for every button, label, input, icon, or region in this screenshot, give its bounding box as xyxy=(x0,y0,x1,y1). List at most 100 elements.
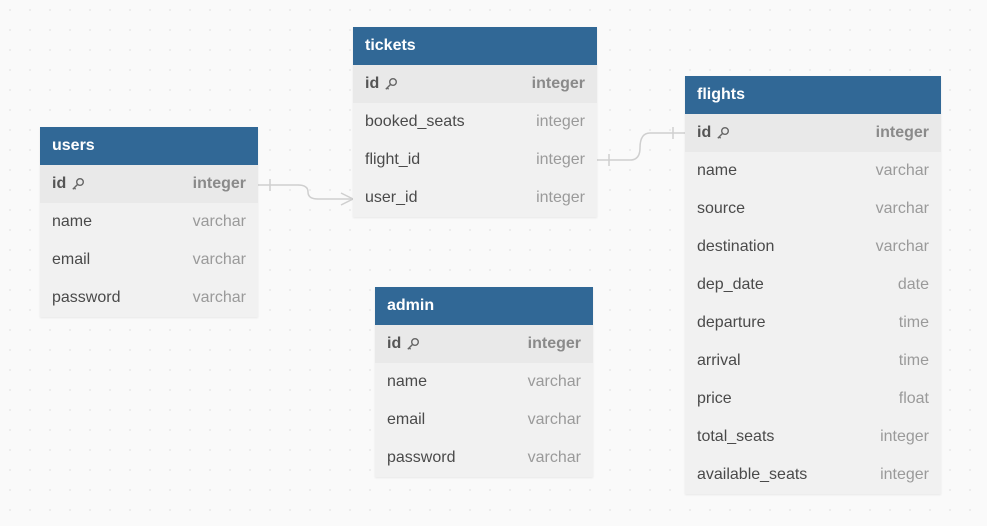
field-row-flights-price[interactable]: price float xyxy=(685,380,941,418)
field-type: integer xyxy=(875,124,929,141)
field-name-text: password xyxy=(387,449,456,466)
field-type: integer xyxy=(192,175,246,192)
field-row-tickets-booked_seats[interactable]: booked_seats integer xyxy=(353,103,597,141)
field-name-text: email xyxy=(387,411,426,428)
field-name: name xyxy=(52,213,92,231)
field-name: email xyxy=(387,411,425,429)
field-name: email xyxy=(52,251,90,269)
link-tickets-many-marker xyxy=(340,192,355,206)
field-name: departure xyxy=(697,314,766,332)
field-type: varchar xyxy=(875,238,929,255)
field-row-admin-email[interactable]: email varchar xyxy=(375,401,593,439)
field-name-text: available_seats xyxy=(697,466,808,483)
field-name: id xyxy=(52,175,85,193)
field-name: dep_date xyxy=(697,276,764,294)
field-name-text: total_seats xyxy=(697,428,775,445)
field-name-text: source xyxy=(697,200,746,217)
field-type: integer xyxy=(531,75,585,92)
field-row-flights-available_seats[interactable]: available_seats integer xyxy=(685,456,941,494)
field-name-text: id xyxy=(387,335,402,352)
field-name-text: user_id xyxy=(365,189,418,206)
field-type: integer xyxy=(527,335,581,352)
field-row-users-id[interactable]: id integer xyxy=(40,165,258,203)
key-icon xyxy=(384,77,398,91)
field-row-flights-name[interactable]: name varchar xyxy=(685,152,941,190)
field-name-text: name xyxy=(697,162,738,179)
field-name: id xyxy=(365,75,398,93)
field-name-text: id xyxy=(365,75,380,92)
field-name: name xyxy=(387,373,427,391)
field-type: time xyxy=(898,314,929,331)
key-icon xyxy=(406,337,420,351)
field-type: integer xyxy=(536,189,585,206)
field-type: time xyxy=(898,352,929,369)
field-name-text: name xyxy=(52,213,93,230)
field-name: available_seats xyxy=(697,466,807,484)
field-name-text: departure xyxy=(697,314,766,331)
field-name: flight_id xyxy=(365,151,420,169)
field-row-tickets-user_id[interactable]: user_id integer xyxy=(353,179,597,217)
field-row-users-name[interactable]: name varchar xyxy=(40,203,258,241)
field-type: varchar xyxy=(192,213,246,230)
table-flights[interactable]: flights id integer name varchar source varcha… xyxy=(685,76,941,494)
field-type: varchar xyxy=(875,200,929,217)
field-name-text: price xyxy=(697,390,732,407)
table-header-admin[interactable]: admin xyxy=(375,287,593,325)
field-name: id xyxy=(387,335,420,353)
field-name: price xyxy=(697,390,732,408)
table-header-tickets[interactable]: tickets xyxy=(353,27,597,65)
field-type: integer xyxy=(536,113,585,130)
field-row-admin-password[interactable]: password varchar xyxy=(375,439,593,477)
field-type: varchar xyxy=(875,162,929,179)
field-name-text: email xyxy=(52,251,91,268)
field-type: integer xyxy=(880,466,929,483)
field-name-text: arrival xyxy=(697,352,741,369)
field-row-flights-departure[interactable]: departure time xyxy=(685,304,941,342)
field-name: password xyxy=(52,289,120,307)
table-header-users[interactable]: users xyxy=(40,127,258,165)
field-row-users-email[interactable]: email varchar xyxy=(40,241,258,279)
field-row-flights-arrival[interactable]: arrival time xyxy=(685,342,941,380)
field-name-text: id xyxy=(52,175,67,192)
key-icon xyxy=(71,177,85,191)
key-icon xyxy=(716,126,730,140)
link-tickets-flights xyxy=(597,132,685,161)
field-name: destination xyxy=(697,238,774,256)
field-type: varchar xyxy=(192,251,246,268)
table-header-flights[interactable]: flights xyxy=(685,76,941,114)
field-name: password xyxy=(387,449,455,467)
field-name-text: password xyxy=(52,289,121,306)
field-row-flights-id[interactable]: id integer xyxy=(685,114,941,152)
field-name: total_seats xyxy=(697,428,774,446)
field-row-users-password[interactable]: password varchar xyxy=(40,279,258,317)
field-row-flights-source[interactable]: source varchar xyxy=(685,190,941,228)
field-row-tickets-id[interactable]: id integer xyxy=(353,65,597,103)
field-name: source xyxy=(697,200,745,218)
field-type: varchar xyxy=(527,449,581,466)
field-name-text: dep_date xyxy=(697,276,764,293)
field-name-text: booked_seats xyxy=(365,113,465,130)
field-name: name xyxy=(697,162,737,180)
field-name: arrival xyxy=(697,352,741,370)
field-type: float xyxy=(898,390,929,407)
field-row-admin-id[interactable]: id integer xyxy=(375,325,593,363)
field-row-flights-destination[interactable]: destination varchar xyxy=(685,228,941,266)
field-name: booked_seats xyxy=(365,113,465,131)
field-type: varchar xyxy=(527,411,581,428)
field-name: user_id xyxy=(365,189,417,207)
field-name-text: name xyxy=(387,373,428,390)
link-users-tickets xyxy=(258,184,353,200)
field-type: varchar xyxy=(192,289,246,306)
field-name: id xyxy=(697,124,730,142)
